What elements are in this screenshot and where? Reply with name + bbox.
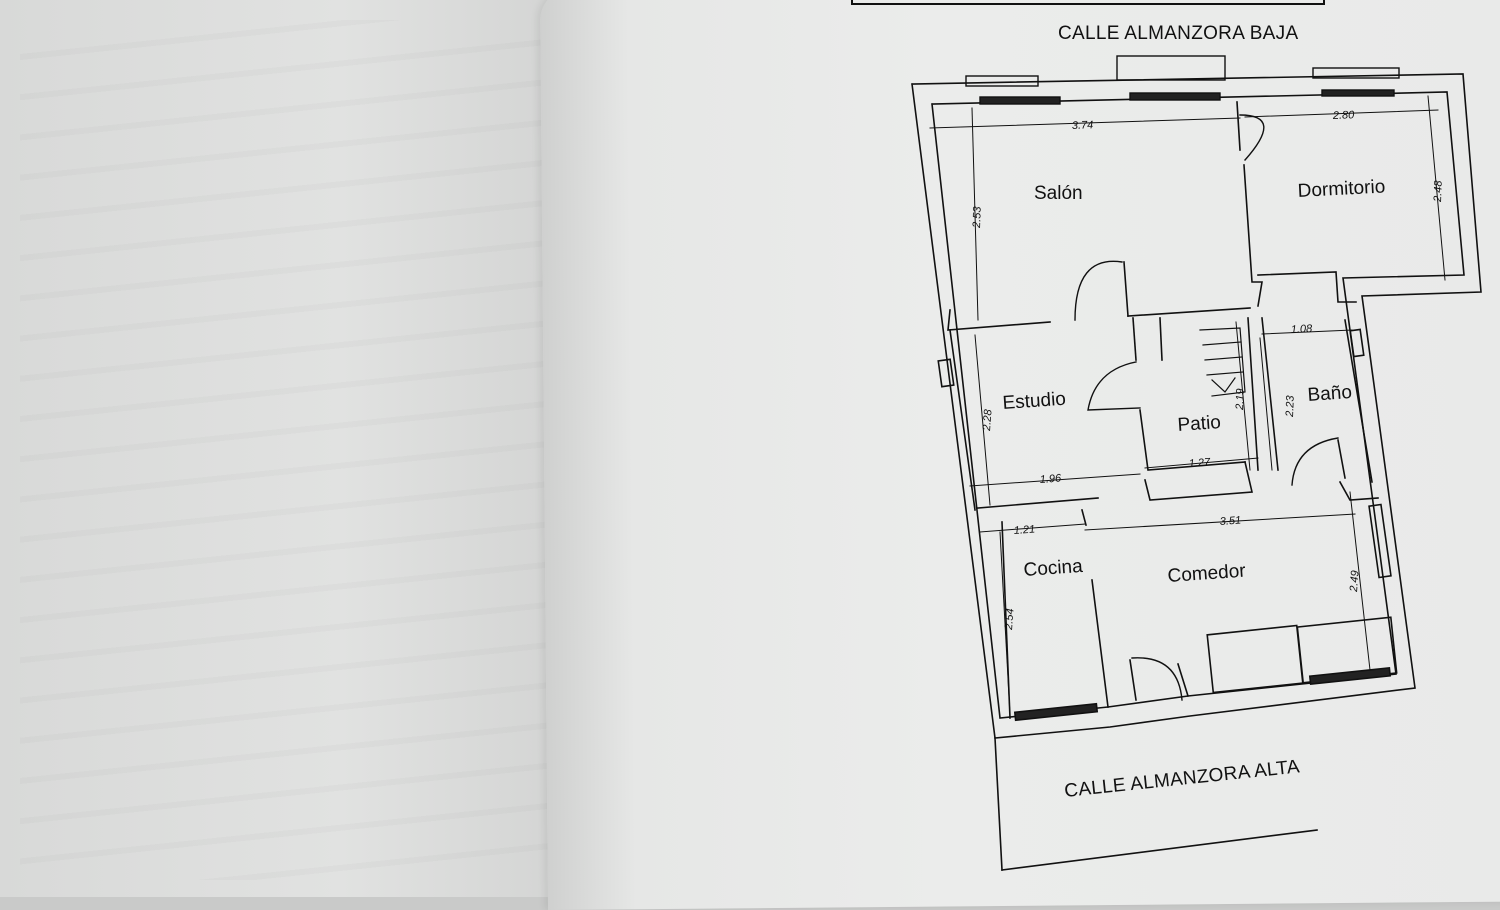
room-label-bano: Baño (1307, 382, 1353, 406)
dim-dormitorio-depth: 2.48 (1432, 179, 1445, 203)
title-frame (851, 0, 1325, 5)
room-label-dormitorio: Dormitorio (1297, 176, 1386, 202)
interior-walls (937, 101, 1398, 722)
dim-dormitorio-width: 2.80 (1332, 109, 1356, 122)
street-top-label: CALLE ALMANZORA BAJA (1058, 23, 1298, 44)
room-label-cocina: Cocina (1023, 556, 1084, 581)
dim-comedor-width: 3.51 (1219, 515, 1241, 528)
dim-bano-width: 1.08 (1291, 323, 1314, 336)
dim-salon-width: 3.74 (1072, 119, 1094, 132)
top-windows (965, 55, 1400, 105)
street-bottom-label: CALLE ALMANZORA ALTA (1063, 756, 1300, 802)
room-label-estudio: Estudio (1002, 389, 1067, 414)
outer-walls (911, 73, 1482, 871)
room-label-salon: Salón (1034, 183, 1083, 204)
dim-cocina-width: 1.21 (1013, 524, 1035, 537)
room-label-comedor: Comedor (1167, 561, 1247, 587)
dim-estudio-depth: 2.28 (981, 408, 995, 432)
door-swings (1074, 114, 1339, 701)
patio-stairs (1199, 327, 1246, 397)
bleed-through-text (20, 20, 580, 880)
dim-bano-depth: 2.23 (1284, 394, 1297, 418)
dim-salon-depth: 2.53 (971, 205, 984, 229)
dim-estudio-width: 1.96 (1039, 472, 1062, 486)
left-page (0, 0, 620, 897)
dimension-lines (929, 95, 1446, 716)
dim-cocina-depth: 2.54 (1003, 608, 1017, 631)
dim-patio-width: 1.27 (1188, 456, 1211, 470)
room-label-patio: Patio (1177, 412, 1222, 436)
dim-comedor-depth: 2.49 (1348, 570, 1362, 593)
dim-patio-depth: 2.19 (1234, 388, 1247, 411)
